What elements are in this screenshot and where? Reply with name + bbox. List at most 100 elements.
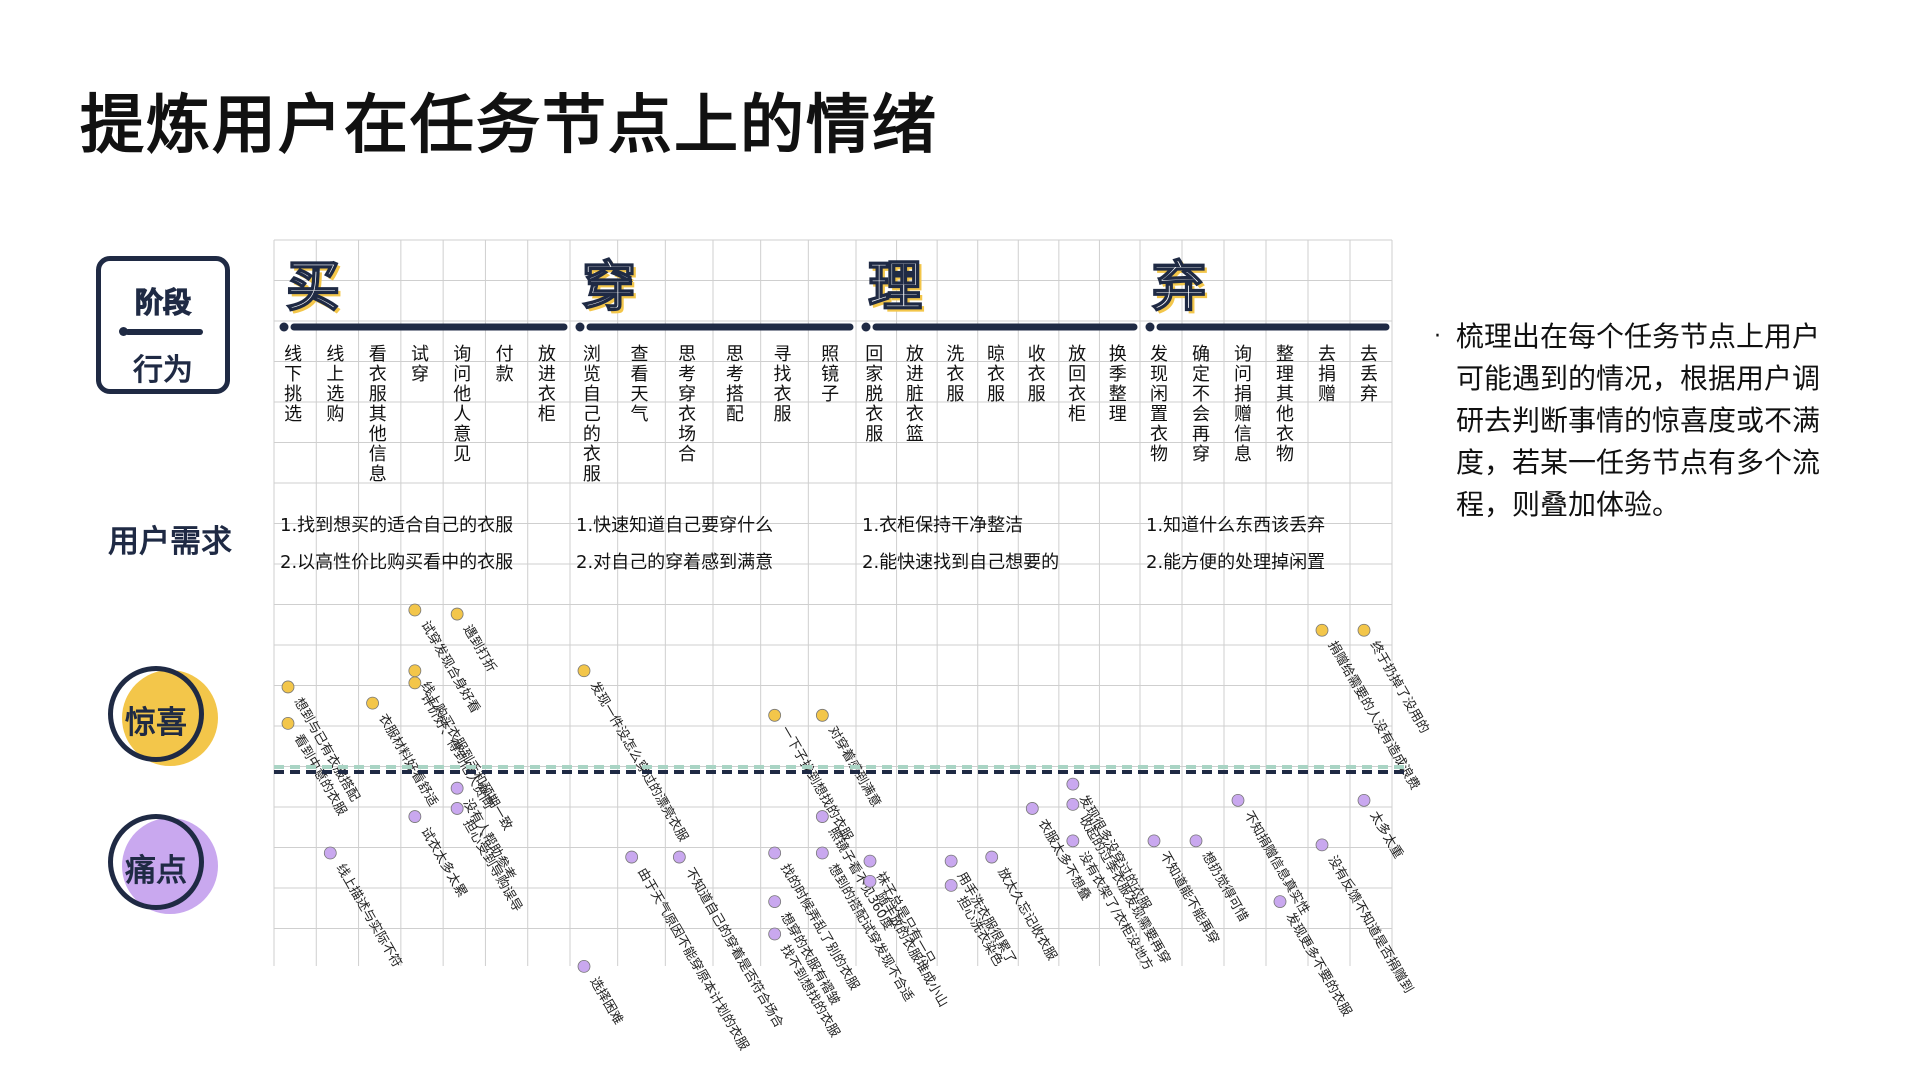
behavior-char: 闲 [1150, 384, 1168, 405]
behavior-char: 思 [726, 344, 744, 365]
behavior-char: 柜 [1068, 404, 1086, 425]
behavior-char: 服 [987, 384, 1005, 405]
stage-dot-icon [575, 322, 585, 332]
delight-point [408, 603, 422, 617]
behavior-char: 试 [411, 344, 429, 365]
behavior-char: 衣 [987, 364, 1005, 385]
behavior-char: 付 [496, 344, 514, 365]
delight-point [281, 717, 295, 730]
behavior-char: 放 [538, 344, 556, 365]
behavior-char: 服 [1028, 384, 1046, 405]
behavior-char: 服 [583, 464, 601, 485]
timeline-dot-icon [119, 327, 128, 336]
behavior-char: 自 [583, 384, 601, 405]
behavior-char: 衣 [678, 404, 696, 425]
behavior-char: 镜 [821, 364, 839, 385]
explanation-note: · 梳理出在每个任务节点上用户可能遇到的情况，根据用户调研去判断事情的惊喜度或不… [1434, 316, 1846, 526]
stage-heading: 弃 [1152, 255, 1206, 318]
behavior-char: 衣 [1028, 364, 1046, 385]
behavior-char: 配 [726, 404, 744, 425]
behavior-char: 弃 [1360, 384, 1378, 405]
behavior-char: 会 [1192, 404, 1210, 425]
behavior-char: 穿 [1192, 444, 1210, 465]
pain-point-text: 选择困难 [587, 975, 626, 1028]
user-need-text: 1.快速知道自己要穿什么 [576, 515, 773, 536]
behavior-char: 气 [631, 404, 649, 425]
behavior-char: 篮 [906, 424, 924, 445]
behavior-char: 场 [678, 424, 696, 445]
behavior-char: 衣 [865, 404, 883, 425]
behavior-char: 人 [453, 404, 471, 425]
pain-point-text: 试衣太多太累 [417, 825, 470, 901]
pain-point [408, 810, 422, 823]
behavior-char: 进 [538, 364, 556, 385]
pain-point [450, 802, 464, 815]
behavior-char: 线 [326, 344, 344, 365]
behavior-char: 不 [1192, 384, 1210, 405]
stage-heading-shadow: 弃 [1155, 258, 1209, 321]
behavior-char: 收 [1028, 344, 1046, 365]
behavior-char: 置 [1150, 404, 1168, 425]
behavior-char: 看 [631, 364, 649, 385]
pain-point [1189, 834, 1203, 848]
behavior-char: 服 [946, 384, 964, 405]
pain-point-text: 发现更多不要的衣服 [1283, 910, 1355, 1019]
stage-behavior-label-box: 阶段 行为 [96, 256, 230, 394]
behavior-char: 询 [1234, 344, 1252, 365]
user-need-text: 1.找到想买的适合自己的衣服 [280, 515, 513, 536]
behavior-char: 物 [1150, 444, 1168, 465]
behavior-char: 穿 [678, 384, 696, 405]
behavior-char: 整 [1276, 344, 1294, 365]
behavior-char: 理 [1276, 364, 1294, 385]
pain-point [768, 927, 782, 941]
behavior-char: 意 [453, 424, 471, 445]
pain-point [815, 846, 829, 860]
delight-point [815, 708, 829, 722]
delight-point-text: 发现一件没怎么穿过的漂亮衣服 [587, 679, 692, 845]
user-need-text: 2.对自己的穿着感到满意 [576, 552, 773, 573]
stage-heading: 理 [868, 255, 922, 318]
behavior-char: 回 [1068, 364, 1086, 385]
behavior-char: 晾 [987, 344, 1005, 365]
behavior-char: 寻 [774, 344, 792, 365]
behavior-char: 发 [1150, 344, 1168, 365]
user-need-text: 2.能方便的处理掉闲置 [1146, 552, 1325, 573]
pain-point [863, 854, 877, 868]
pain-point [944, 879, 958, 892]
behavior-char: 衣 [583, 444, 601, 465]
behavior-char: 考 [726, 364, 744, 385]
pain-point [944, 854, 958, 868]
pain-point-text: 不知道自己的穿着是否符合场合 [682, 865, 787, 1031]
pain-circle: 痛点 [108, 814, 204, 910]
delight-point-text: 遇到打折 [460, 623, 499, 676]
pain-point [1066, 798, 1080, 811]
behavior-char: 衣 [1276, 424, 1294, 445]
behavior-char: 回 [865, 344, 883, 365]
pain-point [768, 895, 782, 908]
behavior-char: 赠 [1318, 384, 1336, 405]
behavior-char: 看 [369, 344, 387, 365]
delight-point [450, 607, 464, 621]
pain-point-text: 没有反馈不知道是否捐赠到 [1325, 853, 1417, 996]
behavior-char: 查 [631, 344, 649, 365]
pain-point [985, 850, 999, 864]
behavior-char: 选 [284, 404, 302, 425]
behavior-char: 捐 [1318, 364, 1336, 385]
behavior-char: 找 [774, 364, 792, 385]
pain-point [323, 846, 337, 860]
pain-point [1066, 834, 1080, 848]
bullet-icon: · [1434, 324, 1441, 349]
behavior-char: 衣 [369, 364, 387, 385]
behavior-label: 行为 [133, 353, 193, 388]
behavior-char: 搭 [726, 384, 744, 405]
behavior-char: 衣 [1150, 424, 1168, 445]
behavior-char: 服 [369, 384, 387, 405]
behavior-char: 衣 [538, 384, 556, 405]
behavior-char: 信 [369, 444, 387, 465]
behavior-char: 理 [1109, 404, 1127, 425]
behavior-char: 信 [1234, 424, 1252, 445]
pain-point [672, 850, 686, 864]
behavior-char: 确 [1192, 344, 1210, 365]
behavior-char: 捐 [1234, 384, 1252, 405]
